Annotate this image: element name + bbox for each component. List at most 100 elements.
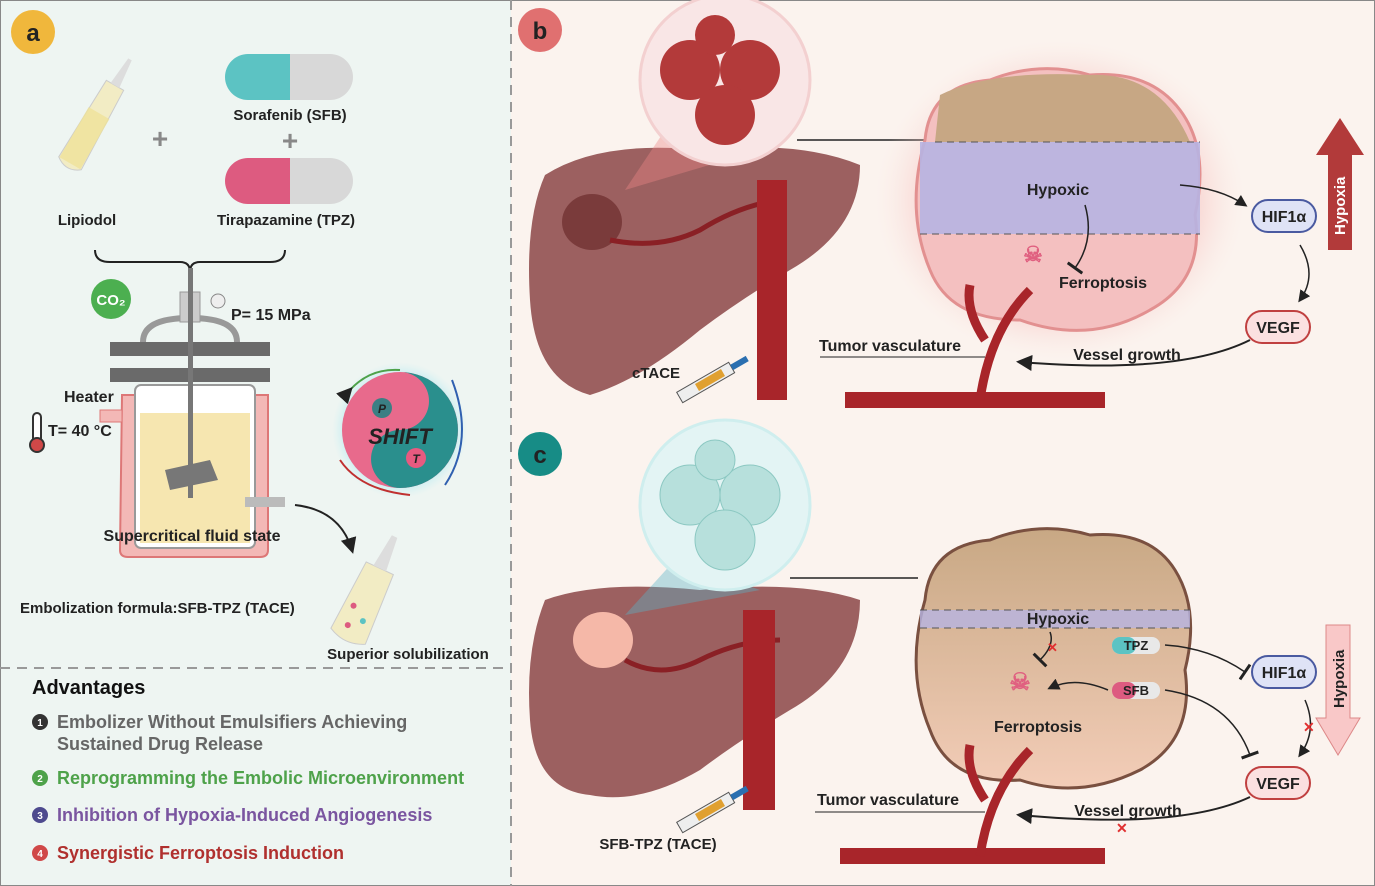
- formulation-ampoule-icon: [330, 535, 398, 645]
- panel-c-label: c: [533, 442, 546, 469]
- thermometer-icon: [29, 412, 45, 453]
- hypoxic-region: [920, 142, 1200, 234]
- hypoxia-label: Hypoxia: [1331, 649, 1348, 708]
- hif-label: HIF1α: [1262, 209, 1307, 226]
- hif-badge: [1251, 199, 1317, 233]
- procedure-label: cTACE: [632, 365, 680, 382]
- tumor-cells: [660, 15, 780, 145]
- p-badge: P: [378, 402, 387, 416]
- vessel-growth-arrow: [1016, 339, 1251, 371]
- hif-arrow: [1179, 184, 1248, 207]
- sfb-vegf-inhibition: [1164, 689, 1259, 760]
- panel-a-label: a: [26, 20, 40, 47]
- vegf-label: VEGF: [1256, 776, 1300, 793]
- panel-b-label: b: [533, 18, 548, 45]
- vessel-growth-label: Vessel growth: [1074, 803, 1182, 820]
- co2-label: CO₂: [96, 292, 125, 309]
- sorafenib-capsule-icon: [225, 54, 353, 100]
- vessel-branch: [964, 284, 1034, 401]
- advantage-item: 2 Reprogramming the Embolic Microenviron…: [32, 768, 464, 788]
- syringe-icon: [676, 355, 749, 404]
- pressure-label: P= 15 MPa: [231, 307, 311, 324]
- panel-b-badge: [518, 8, 562, 52]
- hypoxia-up-arrow: [1316, 118, 1364, 250]
- t-badge: T: [412, 452, 421, 466]
- advantage-number: 2: [37, 774, 43, 785]
- heater-label: Heater: [64, 389, 114, 406]
- hif-badge: [1251, 655, 1317, 689]
- flow-arrow: [294, 504, 357, 554]
- panel-b: b cTACE Hypoxic ☠ Ferroptosis Tumor v: [518, 0, 1364, 408]
- panel-a-badge: [11, 10, 55, 54]
- tumor-lesion: [573, 612, 633, 668]
- ferroptosis-label: Ferroptosis: [994, 719, 1082, 736]
- supercritical-reactor: [99, 268, 285, 558]
- skull-icon: ☠: [1009, 669, 1031, 696]
- tumor-cells: [659, 439, 781, 571]
- shift-label: SHIFT: [368, 424, 433, 449]
- hepatic-artery: [609, 197, 781, 246]
- solubilization-label: Superior solubilization: [327, 646, 489, 663]
- lipiodol-ampoule-icon: [58, 58, 132, 171]
- advantage-number: 1: [37, 718, 43, 729]
- sorafenib-label: Sorafenib (SFB): [233, 107, 346, 124]
- formula-label: Embolization formula:SFB-TPZ (TACE): [20, 600, 295, 617]
- plus-sign: +: [282, 125, 298, 156]
- temperature-label: T= 40 °C: [48, 423, 112, 440]
- tumor-lesion: [562, 194, 622, 250]
- panel-a: a Lipiodol + Sorafenib (SFB) + Tirapazam…: [11, 10, 489, 863]
- advantage-text: Inhibition of Hypoxia-Induced Angiogenes…: [57, 805, 432, 825]
- advantage-text: Embolizer Without Emulsifiers Achieving: [57, 712, 407, 732]
- tpz-hif-inhibition: [1164, 644, 1252, 681]
- blocked-x-icon: ✕: [1116, 820, 1128, 836]
- inhibition-arrow: [1032, 631, 1052, 668]
- blocked-x-icon: ✕: [1047, 640, 1058, 655]
- blocked-x-icon: ✕: [1303, 719, 1315, 735]
- tpz-label: TPZ: [1124, 638, 1149, 653]
- advantage-text: Sustained Drug Release: [57, 734, 263, 754]
- ferroptosis-label: Ferroptosis: [1059, 275, 1147, 292]
- vena-cava: [743, 610, 775, 810]
- co2-bubble-icon: [91, 279, 131, 319]
- advantage-item: 1 Embolizer Without Emulsifiers Achievin…: [32, 712, 407, 754]
- sfb-ferroptosis-arrow: [1047, 678, 1109, 691]
- vegf-arrow: [1298, 244, 1311, 303]
- vena-cava: [757, 180, 787, 400]
- advantages-title: Advantages: [32, 677, 145, 699]
- hif-label: HIF1α: [1262, 665, 1307, 682]
- syringe-icon: [676, 785, 749, 834]
- zoom-cone: [625, 560, 760, 615]
- hypoxia-down-arrow: [1315, 624, 1361, 756]
- vegf-badge: [1245, 766, 1311, 800]
- tirapazamine-label: Tirapazamine (TPZ): [217, 212, 355, 229]
- panel-c: c SFB-TPZ (TACE) Hypoxic ✕ ☠ Ferroptosis…: [518, 418, 1361, 864]
- advantage-item: 3 Inhibition of Hypoxia-Induced Angiogen…: [32, 805, 432, 825]
- advantage-item: 4 Synergistic Ferroptosis Induction: [32, 843, 344, 863]
- tumor-normoxic-region: [935, 74, 1190, 142]
- tumor-vasculature-label: Tumor vasculature: [817, 792, 959, 809]
- vessel-growth-arrow: [1016, 796, 1251, 825]
- advantage-text: Reprogramming the Embolic Microenvironme…: [57, 768, 464, 788]
- lipiodol-label: Lipiodol: [58, 212, 116, 229]
- hypoxic-label: Hypoxic: [1027, 611, 1089, 628]
- hypoxic-label: Hypoxic: [1027, 182, 1089, 199]
- vessel-branch: [964, 744, 1034, 857]
- vegf-label: VEGF: [1256, 320, 1300, 337]
- tumor-vasculature-label: Tumor vasculature: [819, 338, 961, 355]
- sfb-capsule-half: [1112, 682, 1136, 699]
- sfb-label: SFB: [1123, 683, 1149, 698]
- vegf-badge: [1245, 310, 1311, 344]
- advantage-text: Synergistic Ferroptosis Induction: [57, 843, 344, 863]
- shift-yinyang: [332, 362, 468, 498]
- procedure-label: SFB-TPZ (TACE): [599, 836, 716, 853]
- panel-c-badge: [518, 432, 562, 476]
- advantage-number: 4: [37, 849, 43, 860]
- hypoxic-region: [920, 610, 1190, 628]
- state-label: Supercritical fluid state: [104, 528, 281, 545]
- vegf-arrow: [1298, 699, 1312, 758]
- inhibition-arrow: [1066, 204, 1090, 275]
- tirapazamine-capsule-icon: [225, 158, 353, 204]
- tumor-mass: [914, 527, 1193, 790]
